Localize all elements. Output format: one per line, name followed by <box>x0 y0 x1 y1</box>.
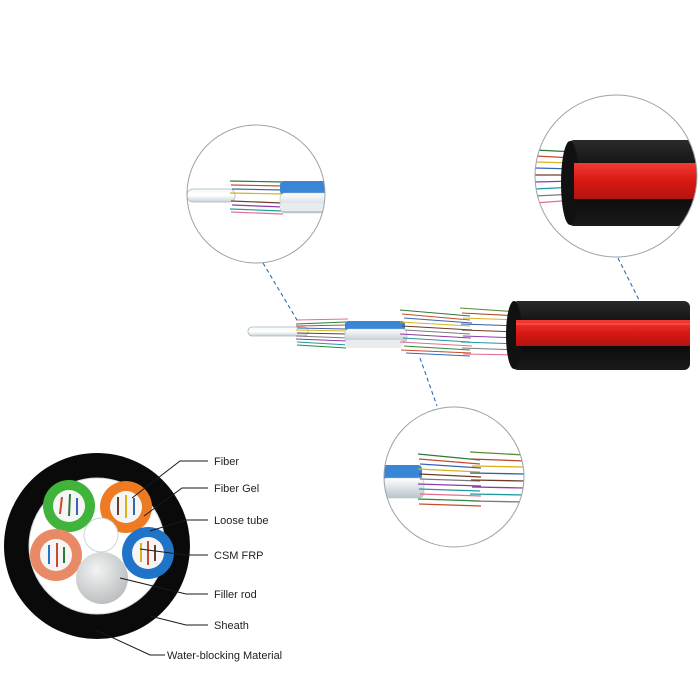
zoom-circle-top-right <box>534 94 698 258</box>
zoom-circle-top-left <box>186 124 326 264</box>
cable-cross-section <box>4 453 190 639</box>
tube-salmon <box>30 529 82 581</box>
zoom-circle-bottom <box>383 406 525 548</box>
main-cable <box>247 301 690 370</box>
central-strength-member <box>247 326 309 337</box>
csm-frp-shape <box>83 517 119 553</box>
label-filler-rod: Filler rod <box>214 589 257 601</box>
label-loose-tube: Loose tube <box>214 515 268 527</box>
tube-blue <box>122 527 174 579</box>
label-sheath: Sheath <box>214 620 249 632</box>
callout-lines <box>262 257 641 407</box>
labels: Fiber Fiber Gel Loose tube CSM FRP Fille… <box>167 456 282 662</box>
tube-orange <box>100 481 152 533</box>
label-csm-frp: CSM FRP <box>214 550 264 562</box>
filler-rod-shape <box>76 552 128 604</box>
label-fiber: Fiber <box>214 456 239 468</box>
outer-sheath <box>506 301 690 370</box>
leader-lines <box>95 460 208 656</box>
loose-tubes <box>344 321 408 348</box>
exposed-fibers <box>295 318 350 349</box>
label-fiber-gel: Fiber Gel <box>214 483 259 495</box>
tube-green <box>43 480 95 532</box>
label-water-blocking: Water-blocking Material <box>167 650 282 662</box>
fanned-fibers <box>399 307 521 357</box>
